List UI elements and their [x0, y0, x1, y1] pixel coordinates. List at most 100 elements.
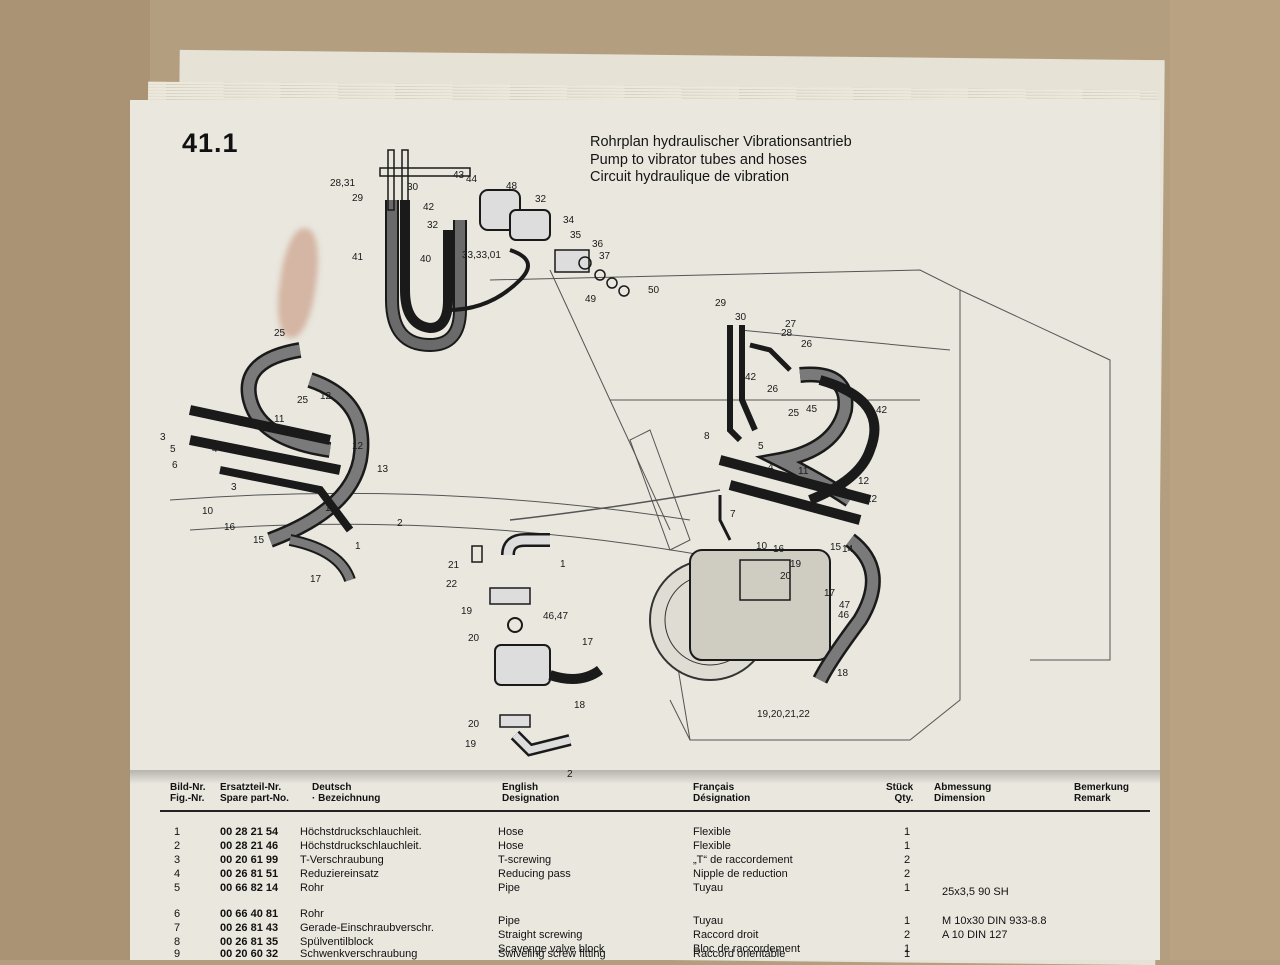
callout-19-b: 19 — [465, 739, 477, 750]
callouts-left: 25 25 12 3 3 11 3 12 5 6 4 13 3 14 10 16… — [160, 328, 403, 585]
callout-3-b: 3 — [264, 422, 270, 433]
callout-42-r1: 42 — [745, 372, 757, 383]
callout-15: 15 — [253, 535, 265, 546]
callout-34: 34 — [563, 215, 575, 226]
callout-30: 30 — [407, 182, 419, 193]
callout-26-b: 26 — [767, 384, 779, 395]
callout-28-r: 28 — [781, 328, 793, 339]
callout-25-b: 25 — [297, 395, 309, 406]
callout-20-r: 20 — [780, 571, 792, 582]
callout-48: 48 — [506, 181, 518, 192]
callout-4: 4 — [212, 444, 218, 455]
callout-50: 50 — [648, 285, 660, 296]
callout-33-33-01: 33,33,01 — [462, 250, 501, 261]
callout-12-a: 12 — [320, 391, 332, 402]
callout-2-left: 2 — [397, 518, 403, 529]
callout-17-center: 17 — [582, 637, 594, 648]
callout-14: 14 — [325, 503, 337, 514]
callout-16-r: 16 — [773, 544, 785, 555]
callouts-top: 28,31 29 30 43 44 48 32 42 32 34 35 36 3… — [330, 170, 660, 305]
callout-41: 41 — [352, 252, 364, 263]
callout-37: 37 — [599, 251, 611, 262]
parts-table-header: Bild-Nr.Fig.-Nr. Ersatzteil-Nr.Spare par… — [130, 782, 1160, 808]
callout-5-r: 5 — [758, 441, 764, 452]
callout-29: 29 — [352, 193, 364, 204]
callout-19-r: 19 — [790, 559, 802, 570]
callout-1-center: 1 — [560, 559, 566, 570]
callout-11-r: 11 — [798, 466, 809, 477]
title-french: Circuit hydraulique de vibration — [590, 169, 790, 185]
callout-12-r1: 12 — [858, 476, 870, 487]
callout-3-d: 3 — [231, 482, 237, 493]
callout-27: 27 — [785, 319, 797, 330]
callout-10-r: 10 — [756, 541, 768, 552]
center-valve-group — [471, 533, 603, 757]
col-fig-no: Bild-Nr.Fig.-Nr. — [170, 782, 206, 804]
callout-21: 21 — [448, 560, 460, 571]
callout-25-a: 25 — [274, 328, 286, 339]
callout-49: 49 — [585, 294, 597, 305]
callout-14-r: 14 — [842, 544, 854, 555]
hydraulic-diagram: 28,31 29 30 43 44 48 32 42 32 34 35 36 3… — [160, 149, 1111, 780]
callout-12-r2: 12 — [866, 494, 878, 505]
callout-32-b: 32 — [427, 220, 439, 231]
figure-number: 41.1 — [182, 128, 239, 158]
callout-7: 7 — [730, 509, 736, 520]
callout-5: 5 — [170, 444, 176, 455]
callout-15-r: 15 — [830, 542, 842, 553]
table-surface-right — [1170, 0, 1280, 960]
table-header-rule — [160, 810, 1150, 812]
callout-44: 44 — [466, 174, 478, 185]
callouts-right: 29 30 27 28 26 42 26 25 45 42 8 5 4 11 1… — [704, 298, 888, 720]
callout-20-b: 20 — [468, 719, 480, 730]
callout-17-left: 17 — [310, 574, 322, 585]
callout-18-r: 18 — [837, 668, 849, 679]
callout-3-c: 3 — [160, 432, 166, 443]
callout-35: 35 — [570, 230, 582, 241]
callout-2-center: 2 — [567, 769, 573, 780]
top-pump-hoses — [379, 149, 630, 353]
machine-frame-outline — [169, 269, 1111, 741]
title-english: Pump to vibrator tubes and hoses — [590, 151, 807, 168]
callout-29-r: 29 — [715, 298, 727, 309]
callout-12-b: 12 — [352, 441, 364, 452]
callout-25-r: 25 — [788, 408, 800, 419]
callout-30-r: 30 — [735, 312, 747, 323]
callout-47-r: 47 — [839, 600, 851, 611]
callout-13: 13 — [377, 464, 389, 475]
title-german: Rohrplan hydraulischer Vibrationsantrieb — [590, 134, 852, 150]
callout-6: 6 — [172, 460, 178, 471]
callout-40: 40 — [420, 254, 432, 265]
callout-22: 22 — [446, 579, 458, 590]
callout-19-20-21-22: 19,20,21,22 — [757, 709, 810, 720]
callout-43: 43 — [453, 170, 465, 181]
callout-4-r: 4 — [768, 462, 774, 473]
callout-1-left: 1 — [355, 541, 361, 552]
manual-page: 41.1 Rohrplan hydraulischer Vibrationsan… — [130, 100, 1160, 960]
callout-19-a: 19 — [461, 606, 473, 617]
callout-17-r: 17 — [824, 588, 836, 599]
callout-42-r2: 42 — [876, 405, 888, 416]
page-titles: Rohrplan hydraulischer Vibrationsantrieb… — [590, 134, 852, 187]
col-german: Deutsch· Bezeichnung — [312, 782, 381, 804]
callout-46-r: 46 — [838, 610, 850, 621]
table-surface-left — [0, 0, 150, 960]
callout-20-a: 20 — [468, 633, 480, 644]
callout-46-47: 46,47 — [543, 611, 568, 622]
left-hose-group — [188, 342, 370, 583]
callout-18-center: 18 — [574, 700, 586, 711]
